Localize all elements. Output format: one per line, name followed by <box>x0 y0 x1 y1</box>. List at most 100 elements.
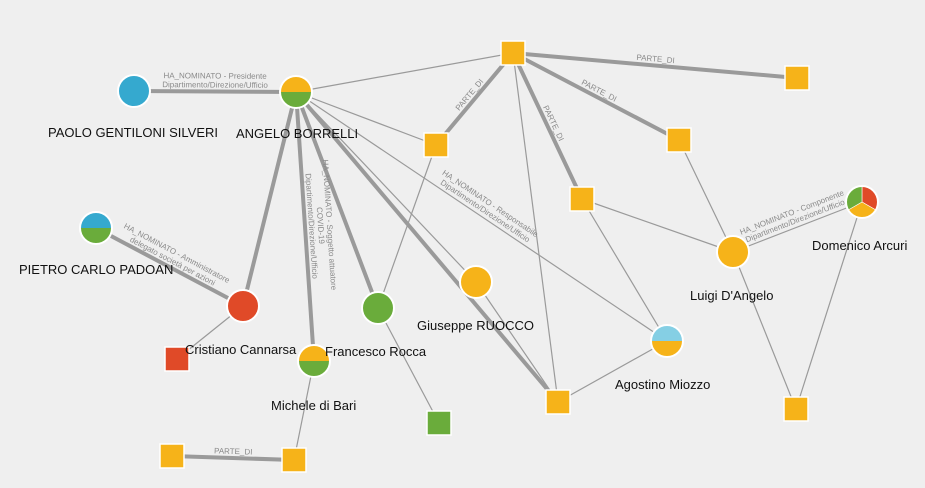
nodes-layer <box>79 40 879 473</box>
node-segment <box>80 228 112 244</box>
square-node-sq_bl1[interactable] <box>159 443 185 469</box>
edge-label-dangelo-arcuri: HA_NOMINATO - ComponenteDipartimento/Dir… <box>739 188 847 244</box>
square-node-sq_right[interactable] <box>783 396 809 422</box>
node-outline <box>226 289 260 323</box>
node-segment <box>460 266 492 298</box>
edge-ruocco-sq_bottom <box>475 281 559 403</box>
edge-miozzo-sq_bottom <box>557 340 668 403</box>
square-shape <box>426 410 452 436</box>
edge-label-line: HA_NOMINATO - Presidente <box>163 71 267 81</box>
edge-borrelli-sq_a <box>295 91 437 146</box>
node-outline <box>459 265 493 299</box>
person-node-padoan[interactable] <box>79 211 113 245</box>
square-node-sq_b[interactable] <box>666 127 692 153</box>
node-label-gentiloni: PAOLO GENTILONI SILVERI <box>48 125 218 140</box>
edge-sq_top-sq_b <box>511 51 681 142</box>
node-segment <box>362 292 394 324</box>
square-node-sq_topright[interactable] <box>784 65 810 91</box>
edge-miozzo-sq_c <box>581 198 668 342</box>
square-node-sq_a[interactable] <box>423 132 449 158</box>
square-node-sq_bottom[interactable] <box>545 389 571 415</box>
edge-borrelli-sq_bottom <box>294 90 560 404</box>
edge-borrelli-cannarsa <box>241 90 298 308</box>
edge-label-line: Dipartimento/Direzione/Ufficio <box>162 80 268 90</box>
node-segment <box>651 341 683 357</box>
edge-label-line: PARTE_DI <box>636 53 675 65</box>
square-node-sq_c[interactable] <box>569 186 595 212</box>
person-node-dibari[interactable] <box>297 344 331 378</box>
person-node-dangelo[interactable] <box>716 235 750 269</box>
node-outline <box>279 75 313 109</box>
edge-padoan-cannarsa <box>94 226 245 308</box>
edge-label-sq_bl1-sq_bl2: PARTE_DI <box>214 446 253 456</box>
edge-borrelli-ruocco <box>295 91 477 283</box>
node-outline <box>79 211 113 245</box>
square-node-sq_top[interactable] <box>500 40 526 66</box>
square-shape <box>164 346 190 372</box>
person-node-arcuri[interactable] <box>845 185 879 219</box>
node-outline <box>650 324 684 358</box>
square-shape <box>423 132 449 158</box>
edge-label-line: Dipartimento/Direzione/Ufficio <box>439 178 532 245</box>
square-node-sq_green[interactable] <box>426 410 452 436</box>
edge-label-borrelli-miozzo: HA_NOMINATO - ResponsabileDipartimento/D… <box>439 168 540 245</box>
node-label-cannarsa: Cristiano Cannarsa <box>185 342 297 357</box>
node-label-rocca: Francesco Rocca <box>325 344 427 359</box>
square-shape <box>784 65 810 91</box>
node-segment <box>227 290 259 322</box>
person-node-borrelli[interactable] <box>279 75 313 109</box>
node-label-borrelli: ANGELO BORRELLI <box>236 126 358 141</box>
square-shape <box>281 447 307 473</box>
node-segment <box>280 92 312 108</box>
edge-sq_b-dangelo <box>678 139 734 253</box>
square-shape <box>159 443 185 469</box>
square-shape <box>500 40 526 66</box>
person-node-ruocco[interactable] <box>459 265 493 299</box>
edge-sq_top-sq_a <box>434 51 515 147</box>
node-segment <box>298 361 330 377</box>
node-segment <box>717 236 749 268</box>
node-outline <box>845 185 879 219</box>
node-label-dangelo: Luigi D'Angelo <box>690 288 773 303</box>
square-node-sq_red[interactable] <box>164 346 190 372</box>
edge-label-line: PARTE_DI <box>214 446 253 456</box>
edge-borrelli-miozzo <box>295 91 668 342</box>
square-shape <box>545 389 571 415</box>
edge-borrelli-dibari <box>294 90 316 363</box>
edge-arcuri-sq_right <box>795 201 863 410</box>
person-node-gentiloni[interactable] <box>117 74 151 108</box>
person-node-miozzo[interactable] <box>650 324 684 358</box>
edge-sq_c-dangelo <box>581 198 734 253</box>
person-node-cannarsa[interactable] <box>226 289 260 323</box>
edge-label-line: COVID-19 <box>315 207 326 245</box>
person-node-rocca[interactable] <box>361 291 395 325</box>
node-segment <box>80 212 112 228</box>
node-label-ruocco: Giuseppe RUOCCO <box>417 318 534 333</box>
node-label-arcuri: Domenico Arcuri <box>812 238 907 253</box>
square-node-sq_bl2[interactable] <box>281 447 307 473</box>
node-label-dibari: Michele di Bari <box>271 398 356 413</box>
edge-rocca-sq_green <box>377 307 440 424</box>
edge-dangelo-sq_right <box>732 251 797 410</box>
node-segment <box>118 75 150 107</box>
edge-label-sq_top-sq_topright: PARTE_DI <box>636 53 675 65</box>
node-outline <box>117 74 151 108</box>
edge-sq_top-sq_c <box>511 51 584 201</box>
edge-sq_bl1-sq_bl2 <box>170 454 296 462</box>
node-segment <box>298 345 330 361</box>
edge-label-line: HA_NOMINATO - Responsabile <box>440 168 540 239</box>
node-outline <box>297 344 331 378</box>
edge-borrelli-sq_top <box>295 52 514 93</box>
edge-dangelo-arcuri <box>732 201 863 253</box>
square-shape <box>783 396 809 422</box>
node-segment <box>280 76 312 92</box>
edge-sq_top-sq_topright <box>511 51 799 80</box>
edge-sq_a-rocca <box>377 144 437 309</box>
node-outline <box>716 235 750 269</box>
node-label-miozzo: Agostino Miozzo <box>615 377 710 392</box>
edge-sq_top-sq_bottom <box>512 52 559 403</box>
edge-label-gentiloni-borrelli: HA_NOMINATO - PresidenteDipartimento/Dir… <box>162 71 268 90</box>
